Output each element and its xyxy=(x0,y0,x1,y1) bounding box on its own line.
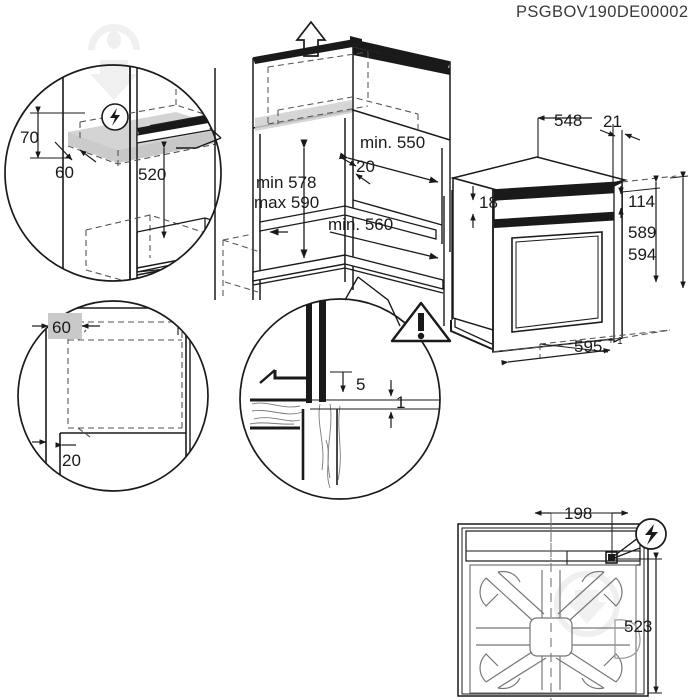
dimension-min-560-label: min. 560 xyxy=(328,215,393,234)
watermark-logo-top xyxy=(88,24,140,100)
cabinet-niche-view: min. 550 20 min 578 max 590 min. 560 xyxy=(176,20,453,327)
dimension-589-label: 589 xyxy=(628,223,656,242)
dimension-60-highlight: 60 xyxy=(32,313,100,339)
watermark-logo-bottom xyxy=(554,571,620,637)
drawing-title: PSGBOV190DE00002 xyxy=(516,3,688,21)
dimension-20-cabinet-label: 20 xyxy=(356,157,375,176)
dimension-21: 21 xyxy=(599,112,641,186)
dimension-114-label: 114 xyxy=(628,192,655,211)
dimension-520: 520 xyxy=(138,141,167,239)
dimension-60: 60 xyxy=(40,141,97,182)
dimension-594-label: 594 xyxy=(628,245,656,264)
dimension-max-590-label: max 590 xyxy=(254,193,319,212)
detail-circle-mid-left: 60 20 xyxy=(17,300,209,492)
dimension-21-label: 21 xyxy=(603,112,622,131)
dimension-min-560: min. 560 xyxy=(269,215,439,260)
dimension-18-label: 18 xyxy=(479,193,498,212)
dimension-60-label: 60 xyxy=(55,163,74,182)
lightning-bolt-icon-plan xyxy=(613,518,667,559)
dimension-198-label: 198 xyxy=(564,504,592,523)
dimension-595: 595 +-1 xyxy=(501,336,623,366)
dimension-70-label: 70 xyxy=(20,128,39,147)
warning-triangle-icon xyxy=(390,301,452,343)
dimension-523: 523 xyxy=(612,552,662,694)
dimension-20-mid: 20 xyxy=(32,439,81,470)
dimension-114: 114 xyxy=(618,186,661,218)
oven-rear-plan-view: 198 523 xyxy=(457,504,667,700)
dimension-1-label: 1 xyxy=(396,393,405,412)
dimension-min-578-label: min 578 xyxy=(256,173,316,192)
dimension-198: 198 xyxy=(534,504,629,560)
dimension-589: 589 xyxy=(628,175,659,283)
dimension-523-label: 523 xyxy=(624,617,652,636)
dimension-height-range: min 578 max 590 xyxy=(254,139,319,259)
oven-isometric-view: 548 21 18 114 xyxy=(450,111,689,366)
dimension-5-label: 5 xyxy=(356,375,365,394)
dimension-18: 18 xyxy=(470,186,498,228)
dimension-5: 5 xyxy=(330,371,365,394)
dimension-min-550-label: min. 550 xyxy=(360,133,425,152)
detail-circle-center: 5 1 xyxy=(239,298,452,500)
dimension-520-label: 520 xyxy=(138,165,166,184)
dimension-20-mid-label: 20 xyxy=(62,451,81,470)
dimension-1: 1 xyxy=(388,380,405,428)
dimension-20-cabinet: 20 xyxy=(339,156,375,185)
dimension-594: 594 xyxy=(628,171,689,289)
dimension-min-550: min. 550 xyxy=(338,133,439,184)
dimension-548: 548 xyxy=(537,111,592,158)
dimension-595-tolerance: +-1 xyxy=(608,336,623,347)
lightning-bolt-icon xyxy=(101,103,129,131)
dimension-548-label: 548 xyxy=(554,111,582,130)
dimension-60-mid-label: 60 xyxy=(52,318,71,337)
dimension-595-label: 595 xyxy=(574,337,602,356)
